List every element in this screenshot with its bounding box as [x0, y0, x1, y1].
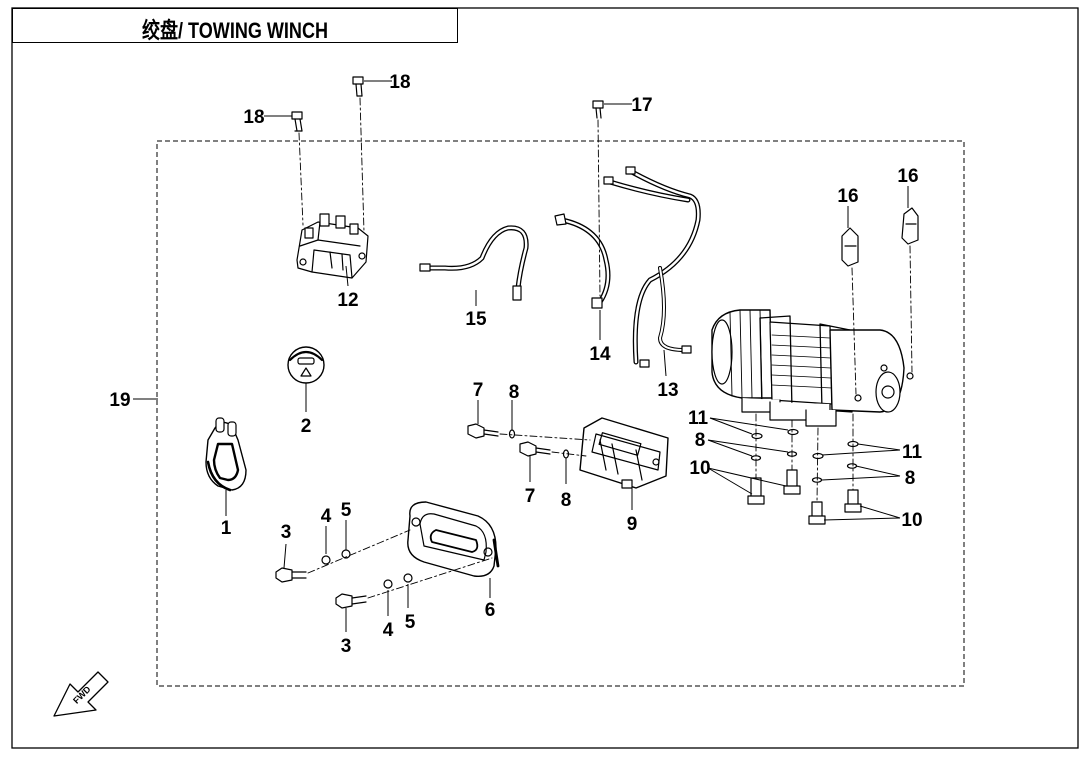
- callout-8-lower: 8: [561, 490, 572, 511]
- callout-12: 12: [337, 290, 358, 311]
- washers-and-bolts-winch: [747, 413, 862, 525]
- outer-frame: [11, 7, 1079, 749]
- bolt-3-lower: [335, 593, 367, 609]
- bolt-7-upper: [467, 423, 499, 439]
- callout-4-lower: 4: [383, 620, 394, 641]
- bolt-17: [592, 100, 604, 119]
- hawse-fairlead-6: [407, 501, 500, 577]
- terminal-cap-16-right: [901, 207, 919, 245]
- fwd-arrow-icon: [53, 671, 109, 717]
- callout-1: 1: [221, 518, 232, 539]
- callout-19: 19: [109, 390, 130, 411]
- assembly-boundary: [156, 140, 965, 687]
- callout-18-right: 18: [389, 72, 410, 93]
- cover-cap-2: [287, 346, 325, 384]
- callout-5-upper: 5: [341, 500, 352, 521]
- terminal-cap-16-left: [841, 227, 859, 267]
- callout-numbers: 18 18 17 19 12 15 14 13 16 16 2 1 7 8 7 …: [109, 72, 922, 657]
- bolt-18-left: [291, 111, 303, 132]
- callout-4-upper: 4: [321, 506, 332, 527]
- winch-body: [711, 309, 914, 427]
- roller-fairlead-9: [579, 417, 669, 489]
- diagram-title: 绞盘/ TOWING WINCH: [141, 18, 329, 43]
- callout-7-lower: 7: [525, 486, 536, 507]
- leader-lines: [133, 80, 909, 632]
- callout-14: 14: [589, 344, 611, 365]
- title-box: 绞盘/ TOWING WINCH: [12, 8, 458, 43]
- callout-11-right: 11: [902, 442, 923, 463]
- callout-2: 2: [301, 416, 312, 437]
- callout-8-left: 8: [695, 430, 706, 451]
- callout-10-left: 10: [689, 458, 710, 479]
- washer-4-lower: [383, 579, 393, 589]
- washer-8-upper: [508, 429, 516, 439]
- cable-14: [554, 213, 611, 309]
- callout-3-upper: 3: [281, 522, 292, 543]
- callout-16-left: 16: [837, 186, 858, 207]
- callout-16-right: 16: [897, 166, 918, 187]
- callout-15: 15: [465, 309, 487, 330]
- washer-4-upper: [321, 555, 331, 565]
- callout-9: 9: [627, 514, 638, 535]
- callout-10-right: 10: [901, 510, 922, 531]
- callout-3-lower: 3: [341, 636, 352, 657]
- bolt-7-lower: [519, 441, 551, 457]
- callout-6: 6: [485, 600, 496, 621]
- bolt-3-upper: [275, 567, 307, 583]
- callout-18-left: 18: [243, 107, 264, 128]
- callout-11-left: 11: [688, 408, 709, 429]
- washer-5-lower: [403, 573, 413, 583]
- callout-5-lower: 5: [405, 612, 416, 633]
- wire-harness-13: [603, 166, 701, 368]
- hook-1: [205, 417, 247, 492]
- bolt-18-right: [352, 76, 364, 97]
- callout-8-upper: 8: [509, 382, 520, 403]
- contactor-12: [296, 213, 369, 279]
- callout-8-right: 8: [905, 468, 916, 489]
- callout-13: 13: [657, 380, 678, 401]
- callout-17: 17: [631, 95, 652, 116]
- callout-7-upper: 7: [473, 380, 484, 401]
- cable-15: [419, 225, 529, 301]
